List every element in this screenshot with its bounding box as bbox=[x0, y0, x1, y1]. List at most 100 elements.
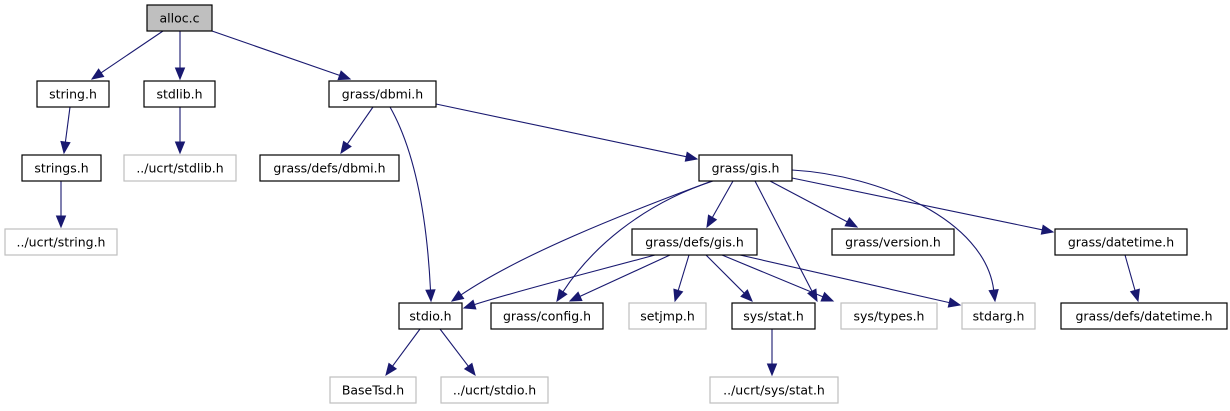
edge-stdio-h-to-ucrt-stdio-h bbox=[439, 328, 476, 377]
edge-alloc-c-to-string-h bbox=[90, 30, 164, 80]
node-label: BaseTsd.h bbox=[342, 383, 404, 398]
edge-grass-gis-h-to-grass-defs-gis-h bbox=[706, 180, 734, 229]
node-alloc-c[interactable]: alloc.c bbox=[146, 4, 213, 32]
arrowhead-icon bbox=[55, 215, 67, 229]
arrowhead-icon bbox=[337, 70, 352, 81]
node-grass-defs-gis-h[interactable]: grass/defs/gis.h bbox=[631, 228, 758, 256]
edge-grass-dbmi-h-to-stdio-h bbox=[389, 106, 436, 303]
edge-line bbox=[739, 254, 950, 304]
node-box bbox=[1060, 302, 1228, 330]
edge-line bbox=[474, 254, 656, 306]
edge-sys-stat-h-to-ucrt-sys-stat-h bbox=[766, 329, 778, 377]
edge-grass-defs-gis-h-to-stdarg-h bbox=[739, 254, 962, 308]
node-grass-gis-h[interactable]: grass/gis.h bbox=[698, 154, 793, 182]
node-box bbox=[21, 154, 102, 182]
node-box bbox=[698, 154, 793, 182]
node-grass-dbmi-h[interactable]: grass/dbmi.h bbox=[328, 80, 437, 108]
node-box bbox=[143, 80, 216, 108]
edge-grass-defs-gis-h-to-stdio-h bbox=[462, 254, 656, 310]
node-box bbox=[631, 228, 758, 256]
edge-line bbox=[769, 180, 848, 223]
edge-line bbox=[1124, 254, 1136, 291]
arrowhead-icon bbox=[740, 289, 753, 302]
node-strings-h[interactable]: strings.h bbox=[21, 154, 102, 182]
node-label: grass/defs/datetime.h bbox=[1075, 309, 1212, 324]
edge-grass-defs-gis-h-to-sys-stat-h bbox=[705, 254, 753, 302]
edge-line bbox=[791, 177, 1043, 231]
edge-grass-defs-gis-h-to-sys-types-h bbox=[721, 254, 835, 302]
edge-line bbox=[392, 328, 421, 367]
node-label: ../ucrt/stdlib.h bbox=[136, 161, 223, 176]
arrowhead-icon bbox=[385, 362, 398, 377]
nodes-layer: alloc.c string.h stdlib.h grass/dbmi.h strin… bbox=[4, 4, 1228, 404]
edges-layer bbox=[55, 30, 1140, 377]
edge-line bbox=[705, 254, 745, 294]
node-sys-types-h: sys/types.h bbox=[840, 302, 938, 330]
node-sys-stat-h[interactable]: sys/stat.h bbox=[731, 302, 816, 330]
node-stdarg-h: stdarg.h bbox=[961, 302, 1036, 330]
arrowhead-icon bbox=[947, 297, 962, 308]
node-basetsd-h: BaseTsd.h bbox=[329, 376, 417, 404]
node-label: alloc.c bbox=[160, 11, 200, 26]
node-label: grass/defs/dbmi.h bbox=[273, 161, 385, 176]
arrowhead-icon bbox=[90, 68, 105, 80]
node-label: grass/defs/gis.h bbox=[645, 235, 744, 250]
edge-line bbox=[791, 169, 995, 291]
edge-grass-gis-h-to-sys-types-h bbox=[754, 180, 818, 303]
node-grass-defs-datetime-h[interactable]: grass/defs/datetime.h bbox=[1060, 302, 1228, 330]
node-box bbox=[259, 154, 400, 182]
node-grass-config-h[interactable]: grass/config.h bbox=[490, 302, 604, 330]
arrowhead-icon bbox=[463, 362, 476, 377]
node-box bbox=[840, 302, 938, 330]
node-box bbox=[731, 302, 816, 330]
node-box bbox=[961, 302, 1036, 330]
node-box bbox=[628, 302, 707, 330]
node-label: ../ucrt/stdio.h bbox=[453, 383, 536, 398]
edge-stdio-h-to-basetsd-h bbox=[385, 328, 421, 377]
node-box bbox=[146, 4, 213, 32]
node-ucrt-stdio-h: ../ucrt/stdio.h bbox=[440, 376, 549, 404]
node-label: sys/stat.h bbox=[743, 309, 804, 324]
node-grass-version-h[interactable]: grass/version.h bbox=[831, 228, 955, 256]
arrowhead-icon bbox=[673, 288, 684, 303]
node-grass-defs-dbmi-h[interactable]: grass/defs/dbmi.h bbox=[259, 154, 400, 182]
edge-grass-dbmi-h-to-grass-gis-h bbox=[435, 103, 699, 162]
node-setjmp-h: setjmp.h bbox=[628, 302, 707, 330]
edge-alloc-c-to-stdlib-h bbox=[174, 31, 186, 81]
node-box bbox=[1054, 228, 1188, 256]
edge-strings-h-to-ucrt-string-h bbox=[55, 181, 67, 229]
arrowhead-icon bbox=[174, 141, 186, 155]
edge-line bbox=[100, 30, 164, 74]
arrowhead-icon bbox=[1129, 288, 1140, 303]
edge-line bbox=[754, 180, 813, 292]
arrowhead-icon bbox=[60, 140, 71, 155]
node-box bbox=[490, 302, 604, 330]
arrowhead-icon bbox=[807, 288, 818, 303]
node-ucrt-stdlib-h: ../ucrt/stdlib.h bbox=[123, 154, 237, 182]
node-box bbox=[329, 376, 417, 404]
node-stdio-h[interactable]: stdio.h bbox=[398, 302, 463, 330]
arrowhead-icon bbox=[174, 67, 186, 81]
edge-line bbox=[389, 106, 432, 291]
arrowhead-icon bbox=[706, 214, 718, 229]
edge-line bbox=[346, 106, 374, 145]
node-box bbox=[328, 80, 437, 108]
edge-line bbox=[211, 30, 340, 76]
edge-line bbox=[435, 103, 687, 158]
node-label: sys/types.h bbox=[854, 309, 925, 324]
arrowhead-icon bbox=[1040, 224, 1055, 235]
arrowhead-icon bbox=[988, 288, 999, 303]
edge-alloc-c-to-grass-dbmi-h bbox=[211, 30, 352, 81]
node-box bbox=[123, 154, 237, 182]
edge-line bbox=[711, 180, 734, 218]
node-stdlib-h[interactable]: stdlib.h bbox=[143, 80, 216, 108]
node-label: grass/datetime.h bbox=[1068, 235, 1174, 250]
arrowhead-icon bbox=[450, 290, 465, 302]
node-label: grass/gis.h bbox=[712, 161, 780, 176]
node-grass-datetime-h[interactable]: grass/datetime.h bbox=[1054, 228, 1188, 256]
node-label: stdarg.h bbox=[973, 309, 1025, 324]
node-box bbox=[831, 228, 955, 256]
node-string-h[interactable]: string.h bbox=[36, 80, 110, 108]
node-label: setjmp.h bbox=[640, 309, 695, 324]
